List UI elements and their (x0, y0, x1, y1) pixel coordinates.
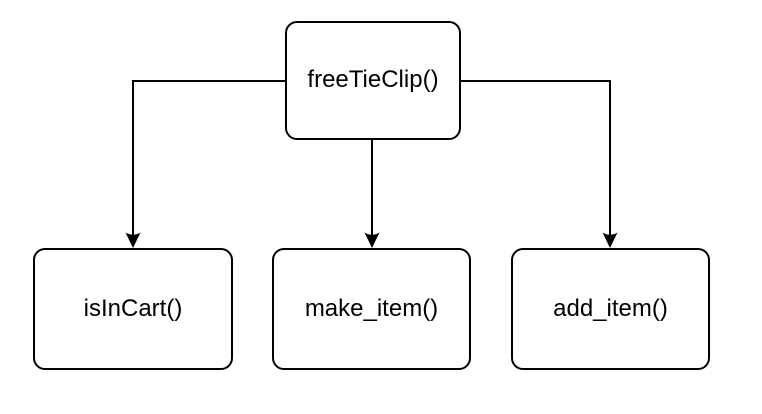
arrowhead-down-icon (125, 232, 141, 248)
arrowhead-down-icon (602, 232, 618, 248)
node-isincart-label: isInCart() (83, 294, 183, 322)
node-isincart: isInCart() (33, 248, 233, 370)
node-freetieclip-label: freeTieClip() (307, 66, 439, 94)
edge-freetieclip-to-isincart (125, 80, 285, 248)
edge-freetieclip-to-additem (461, 80, 618, 248)
arrowhead-down-icon (364, 232, 380, 248)
node-makeitem-label: make_item() (304, 294, 439, 322)
node-additem: add_item() (511, 248, 710, 370)
node-freetieclip: freeTieClip() (285, 21, 461, 140)
edge-freetieclip-to-makeitem (364, 140, 380, 248)
node-additem-label: add_item() (553, 294, 668, 322)
node-makeitem: make_item() (272, 248, 471, 370)
edge-line (461, 80, 611, 236)
edge-line (132, 80, 285, 236)
